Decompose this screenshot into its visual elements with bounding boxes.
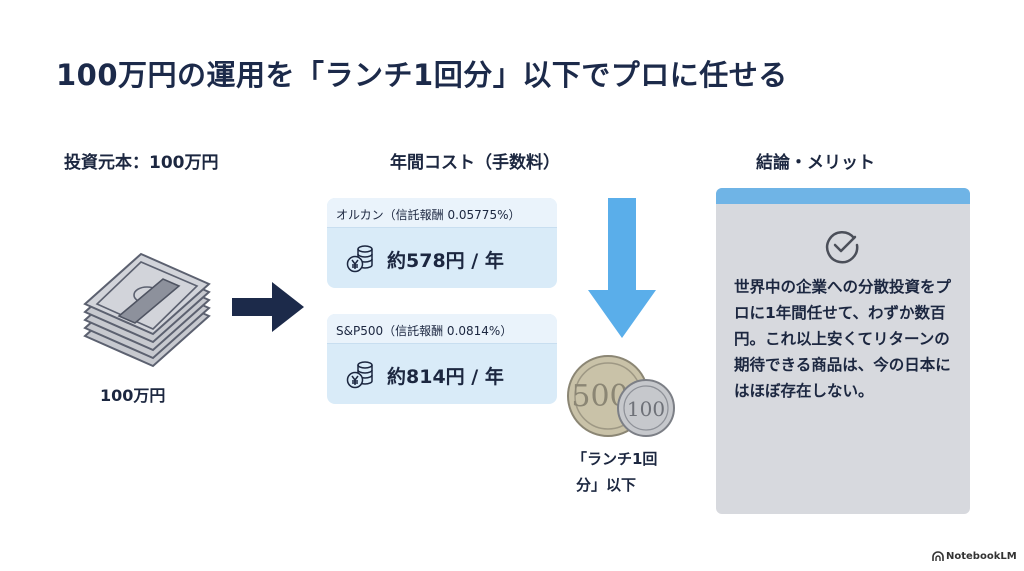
principal-heading: 投資元本：100万円	[64, 153, 219, 173]
yen-coins-icon	[346, 361, 373, 389]
arrow-down-icon	[588, 198, 656, 338]
cost-card-name: オルカン（信託報酬 0.05775%）	[327, 198, 557, 228]
yen-coins-illustration: 500 100	[567, 355, 675, 437]
principal-amount-label: 100万円	[100, 386, 166, 405]
cost-amount: 約814円 / 年	[387, 366, 504, 388]
coin-caption-line1: 「ランチ1回	[572, 450, 658, 468]
cost-card-name: S&P500（信託報酬 0.0814%）	[327, 314, 557, 344]
check-circle-icon	[825, 230, 859, 264]
cost-card-orukan: オルカン（信託報酬 0.05775%） 約578円 / 年	[327, 198, 557, 288]
conclusion-panel: 世界中の企業への分散投資をプロに1年間任せて、わずか数百円。これ以上安くてリター…	[716, 188, 970, 514]
cost-amount: 約578円 / 年	[387, 250, 504, 272]
cash-stack-icon	[83, 252, 211, 368]
conclusion-text: 世界中の企業への分散投資をプロに1年間任せて、わずか数百円。これ以上安くてリター…	[734, 278, 952, 400]
coin-caption: 「ランチ1回 分」以下	[572, 446, 692, 498]
yen-coins-icon	[346, 245, 373, 273]
coin-caption-line2: 分」以下	[576, 476, 637, 494]
cost-card-sp500: S&P500（信託報酬 0.0814%） 約814円 / 年	[327, 314, 557, 404]
brand-label: NotebookLM	[946, 551, 1017, 562]
arrow-right-icon	[232, 282, 304, 332]
notebooklm-logo-icon	[932, 551, 944, 561]
conclusion-heading: 結論・メリット	[756, 153, 875, 173]
coin-100-value: 100	[627, 397, 665, 421]
panel-accent-bar	[716, 188, 970, 204]
cost-heading: 年間コスト（手数料）	[390, 153, 560, 173]
page-title: 100万円の運用を「ランチ1回分」以下でプロに任せる	[56, 58, 788, 92]
